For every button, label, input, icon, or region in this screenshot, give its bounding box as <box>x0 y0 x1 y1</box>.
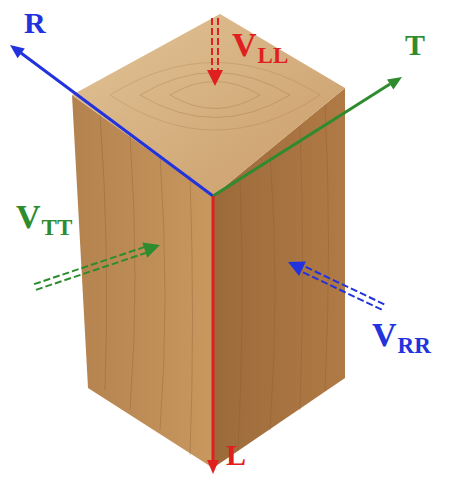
vtt-arrow <box>34 243 160 290</box>
velocity-subscript: RR <box>398 333 431 358</box>
block-top-face <box>72 14 345 196</box>
axis-label: L <box>226 440 246 470</box>
r-axis <box>10 45 213 196</box>
axis-label: T <box>405 30 425 60</box>
velocity-symbol: V <box>372 316 397 353</box>
velocity-label: VTT <box>16 200 72 234</box>
vll-arrow <box>207 18 223 86</box>
l-axis <box>207 196 219 474</box>
velocity-label: VRR <box>372 318 431 352</box>
vrr-arrow <box>288 262 384 310</box>
velocity-subscript: LL <box>258 43 289 68</box>
velocity-symbol: V <box>16 198 41 235</box>
t-axis <box>213 77 402 196</box>
velocity-label: VLL <box>232 28 288 62</box>
velocity-symbol: V <box>232 26 257 63</box>
axis-label: R <box>24 8 46 38</box>
velocity-subscript: TT <box>42 215 73 240</box>
